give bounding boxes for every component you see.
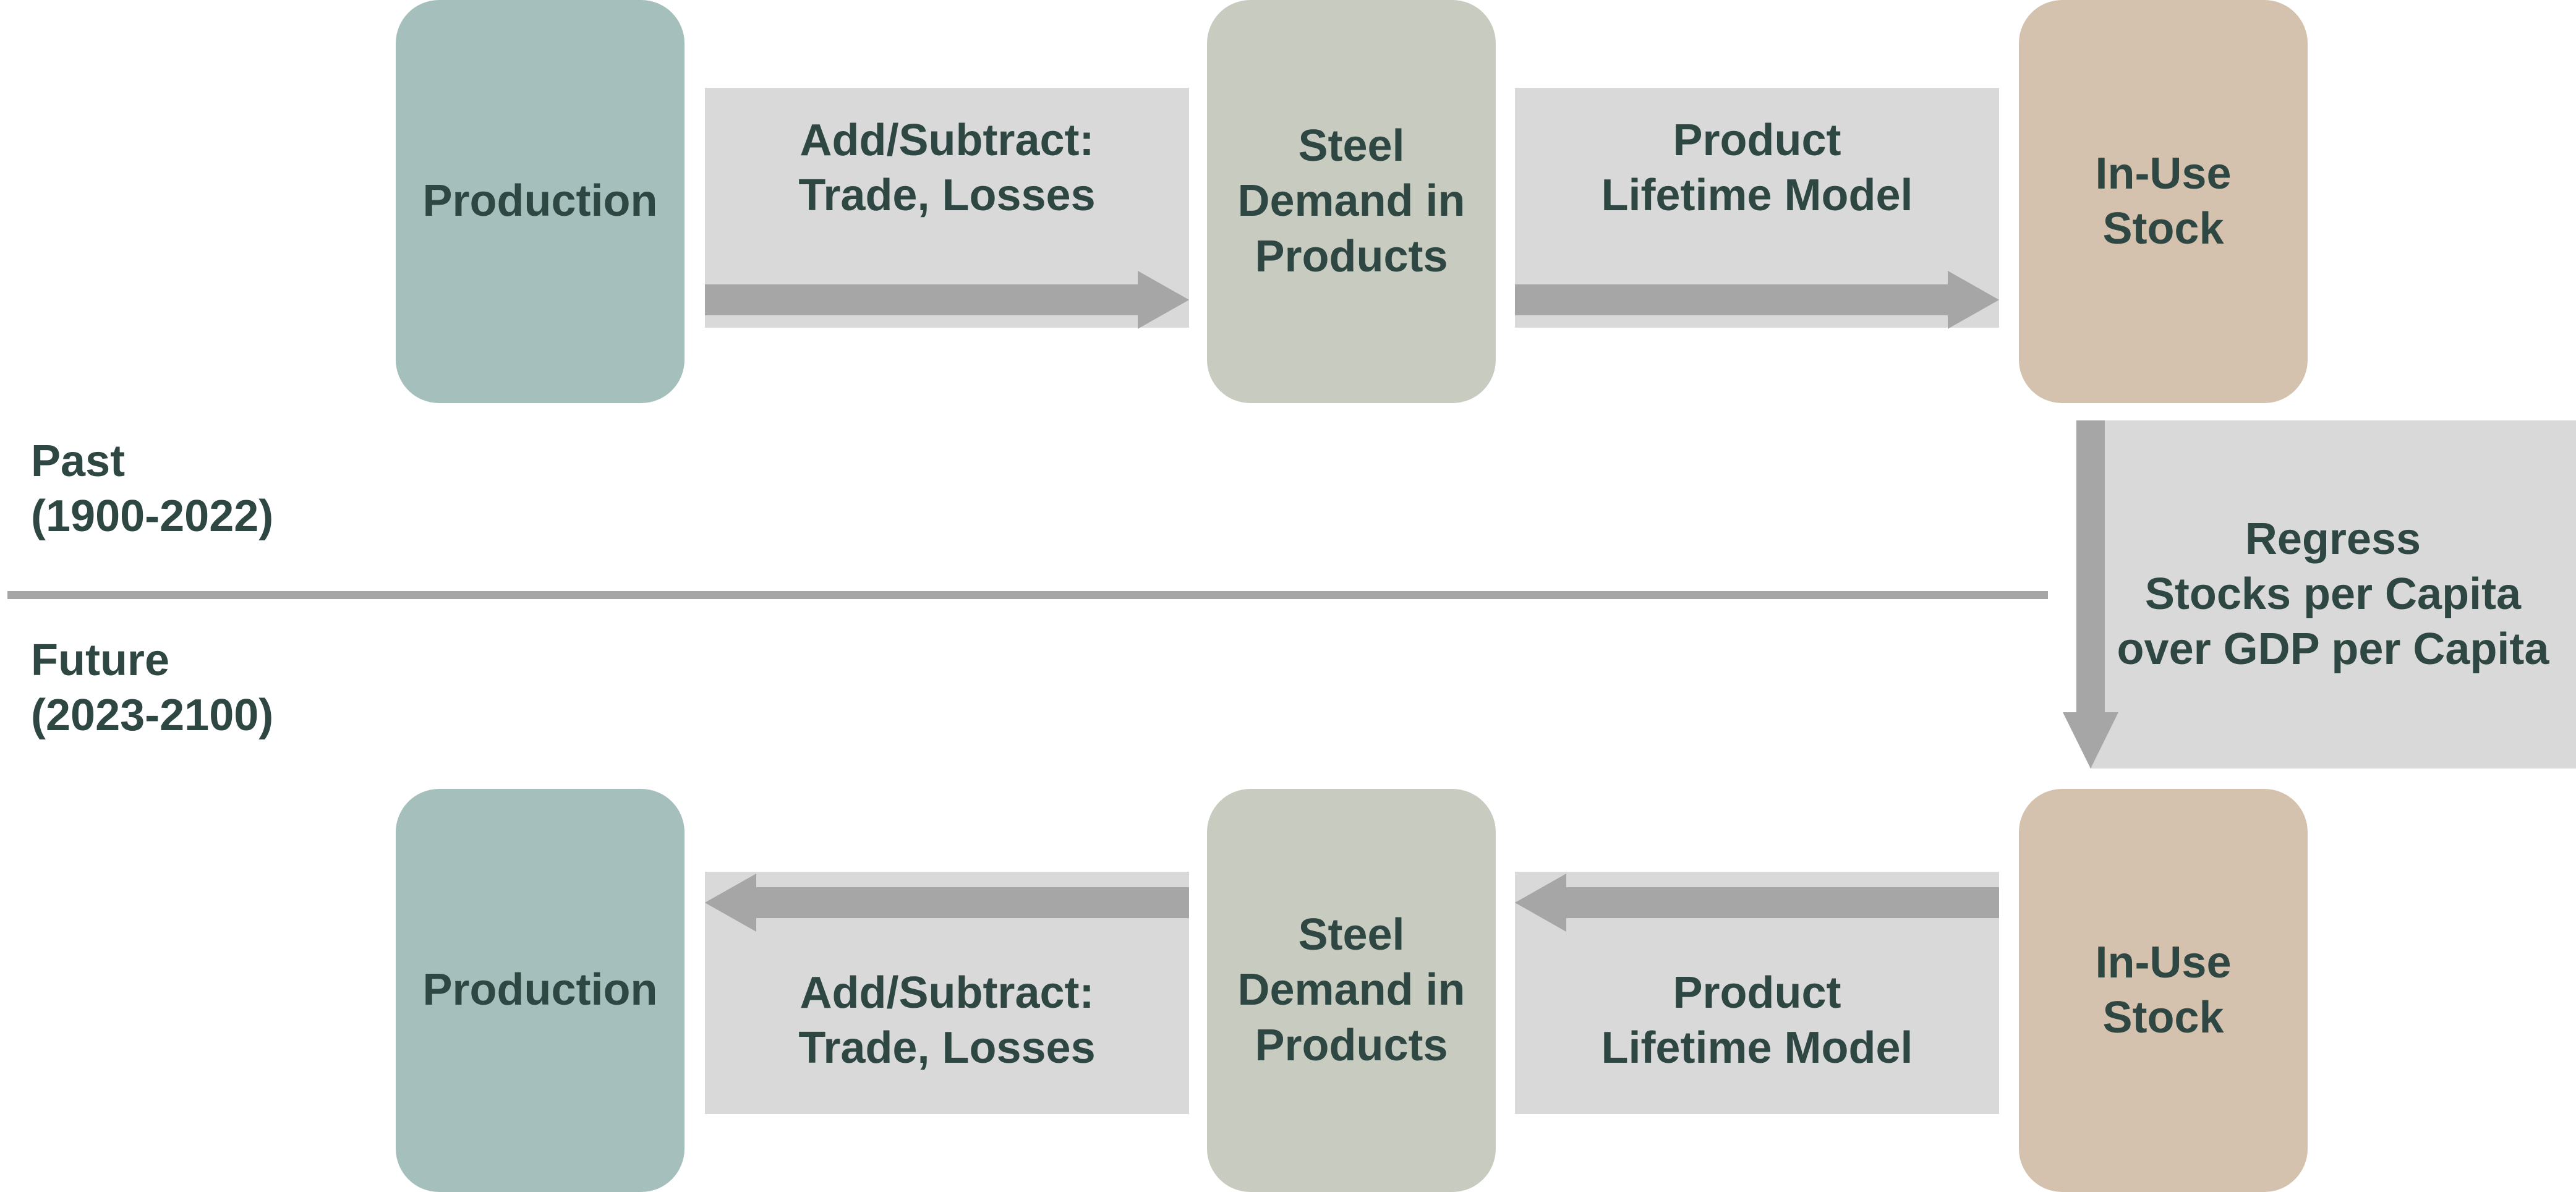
- past-trade-label: Add/Subtract: Trade, Losses: [705, 88, 1189, 249]
- past-steel-line-3: Products: [1255, 231, 1448, 281]
- future-lifetime-label: Product Lifetime Model: [1515, 927, 1999, 1114]
- regression-arrow: [2063, 420, 2118, 768]
- future-lifetime-arrow: [1515, 874, 1999, 932]
- future-lifetime-line-1: Product: [1673, 968, 1841, 1018]
- regression-line-1: Regress: [2245, 514, 2421, 564]
- regression-label: Regress Stocks per Capita over GDP per C…: [2090, 420, 2576, 768]
- future-steel-line-2: Demand in: [1237, 965, 1465, 1015]
- past-stock-line-1: In-Use: [2095, 148, 2232, 198]
- future-production-label: Production: [422, 965, 658, 1015]
- past-in-use-stock-box: In-Use Stock: [2019, 0, 2308, 403]
- future-in-use-stock-box: In-Use Stock: [2019, 789, 2308, 1192]
- past-lifetime-label: Product Lifetime Model: [1515, 88, 1999, 249]
- past-period-line-2: (1900-2022): [31, 492, 274, 542]
- past-stock-line-2: Stock: [2102, 204, 2224, 253]
- past-future-divider: [7, 591, 2048, 599]
- past-steel-demand-box: Steel Demand in Products: [1207, 0, 1496, 403]
- past-lifetime-arrow: [1515, 271, 1999, 329]
- future-steel-line-1: Steel: [1298, 910, 1405, 960]
- future-trade-arrow: [705, 874, 1189, 932]
- past-trade-line-2: Trade, Losses: [798, 171, 1096, 220]
- future-trade-line-2: Trade, Losses: [798, 1023, 1096, 1073]
- future-trade-label: Add/Subtract: Trade, Losses: [705, 927, 1189, 1114]
- past-period-line-1: Past: [31, 436, 126, 486]
- past-lifetime-line-1: Product: [1673, 115, 1841, 165]
- past-lifetime-line-2: Lifetime Model: [1601, 171, 1913, 220]
- regression-band: [2090, 420, 2576, 768]
- past-steel-line-2: Demand in: [1237, 176, 1465, 226]
- past-production-label: Production: [422, 176, 658, 226]
- past-production-box: Production: [396, 0, 685, 403]
- future-lifetime-line-2: Lifetime Model: [1601, 1023, 1913, 1073]
- future-trade-line-1: Add/Subtract:: [800, 968, 1094, 1018]
- past-trade-line-1: Add/Subtract:: [800, 115, 1094, 165]
- past-trade-arrow: [705, 271, 1189, 329]
- past-steel-line-1: Steel: [1298, 121, 1405, 171]
- regression-line-2: Stocks per Capita: [2144, 569, 2522, 619]
- future-period-line-2: (2023-2100): [31, 691, 274, 741]
- future-period-line-1: Future: [31, 636, 169, 685]
- past-period-label: Past (1900-2022): [31, 434, 273, 545]
- regression-line-3: over GDP per Capita: [2117, 624, 2549, 675]
- future-production-box: Production: [396, 789, 685, 1192]
- future-steel-line-3: Products: [1255, 1020, 1448, 1070]
- future-stock-line-1: In-Use: [2095, 937, 2232, 987]
- future-steel-demand-box: Steel Demand in Products: [1207, 789, 1496, 1192]
- future-stock-line-2: Stock: [2102, 993, 2224, 1042]
- future-period-label: Future (2023-2100): [31, 633, 273, 744]
